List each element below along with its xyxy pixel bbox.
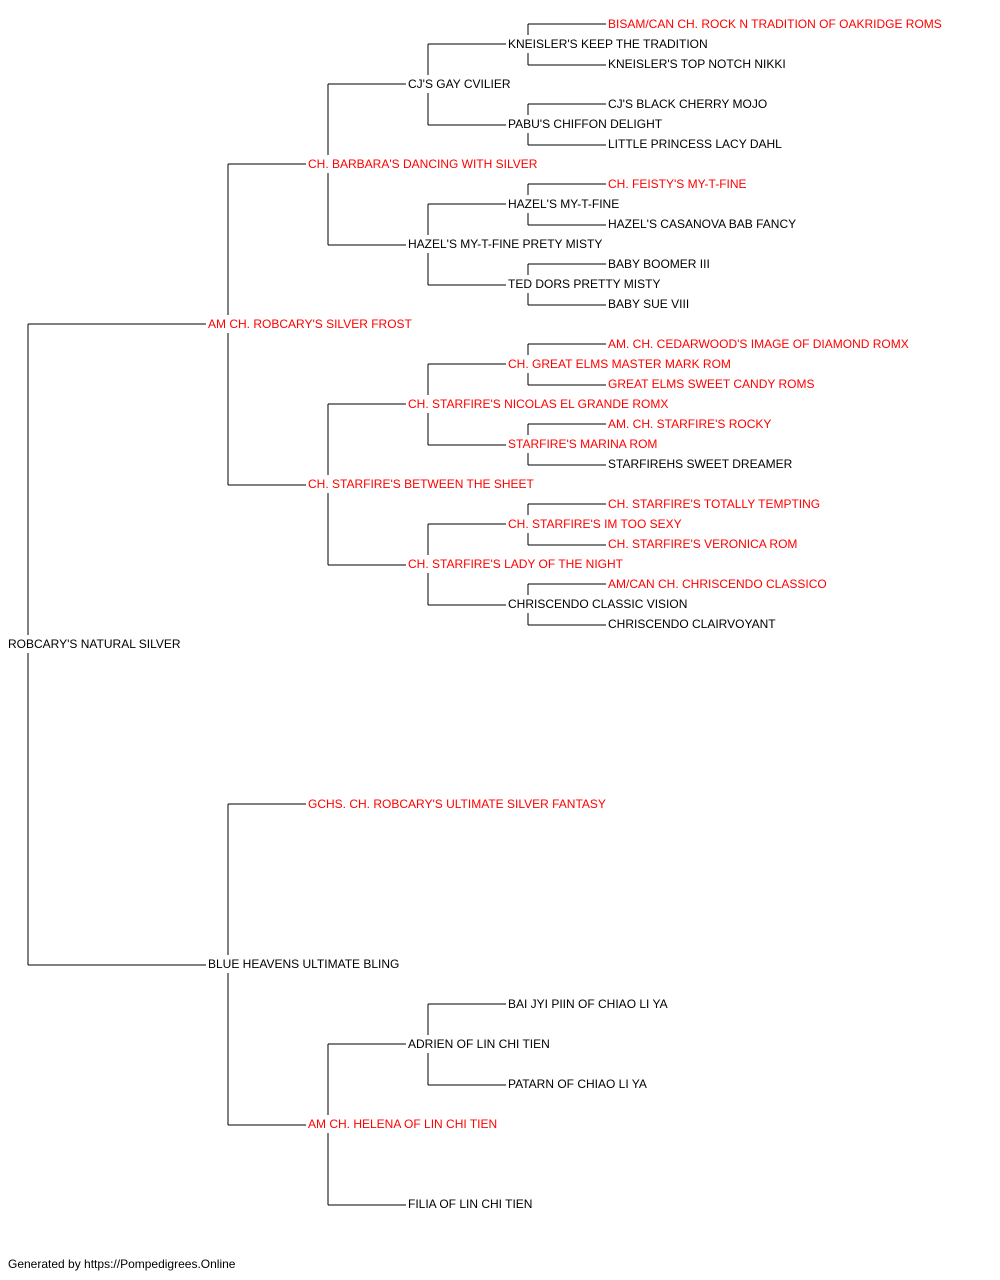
- dam-name: BLUE HEAVENS ULTIMATE BLING: [208, 957, 399, 971]
- dam-name: KNEISLER'S TOP NOTCH NIKKI: [608, 57, 786, 71]
- dam-name: FILIA OF LIN CHI TIEN: [408, 1197, 532, 1211]
- sire-name: CH. GREAT ELMS MASTER MARK ROM: [508, 357, 731, 371]
- sire-name: BISAM/CAN CH. ROCK N TRADITION OF OAKRID…: [608, 17, 942, 31]
- dam-name: PABU'S CHIFFON DELIGHT: [508, 117, 663, 131]
- dam-name: LITTLE PRINCESS LACY DAHL: [608, 137, 782, 151]
- dam-name: BABY SUE VIII: [608, 297, 689, 311]
- sire-name: CH. STARFIRE'S IM TOO SEXY: [508, 517, 682, 531]
- sire-name: GCHS. CH. ROBCARY'S ULTIMATE SILVER FANT…: [308, 797, 606, 811]
- dam-name: HAZEL'S MY-T-FINE PRETY MISTY: [408, 237, 602, 251]
- sire-name: AM/CAN CH. CHRISCENDO CLASSICO: [608, 577, 827, 591]
- sire-name: ADRIEN OF LIN CHI TIEN: [408, 1037, 550, 1051]
- sire-name: AM. CH. STARFIRE'S ROCKY: [608, 417, 771, 431]
- subject-dog-name: ROBCARY'S NATURAL SILVER: [8, 637, 181, 651]
- footer-credit: Generated by https://Pompedigrees.Online: [8, 1257, 236, 1271]
- dam-name: PATARN OF CHIAO LI YA: [508, 1077, 647, 1091]
- sire-name: KNEISLER'S KEEP THE TRADITION: [508, 37, 708, 51]
- sire-name: BABY BOOMER III: [608, 257, 710, 271]
- dam-name: HAZEL'S CASANOVA BAB FANCY: [608, 217, 796, 231]
- dam-name: AM CH. HELENA OF LIN CHI TIEN: [308, 1117, 497, 1131]
- sire-name: CH. FEISTY'S MY-T-FINE: [608, 177, 747, 191]
- dam-name: GREAT ELMS SWEET CANDY ROMS: [608, 377, 814, 391]
- sire-name: AM. CH. CEDARWOOD'S IMAGE OF DIAMOND ROM…: [608, 337, 909, 351]
- sire-name: AM CH. ROBCARY'S SILVER FROST: [208, 317, 413, 331]
- sire-name: CJ'S GAY CVILIER: [408, 77, 511, 91]
- sire-name: CH. STARFIRE'S TOTALLY TEMPTING: [608, 497, 820, 511]
- dam-name: CHRISCENDO CLAIRVOYANT: [608, 617, 776, 631]
- dam-name: STARFIREHS SWEET DREAMER: [608, 457, 793, 471]
- dam-name: STARFIRE'S MARINA ROM: [508, 437, 657, 451]
- sire-name: CH. BARBARA'S DANCING WITH SILVER: [308, 157, 538, 171]
- dam-name: CHRISCENDO CLASSIC VISION: [508, 597, 687, 611]
- dam-name: CH. STARFIRE'S VERONICA ROM: [608, 537, 797, 551]
- sire-name: HAZEL'S MY-T-FINE: [508, 197, 619, 211]
- dam-name: CH. STARFIRE'S BETWEEN THE SHEET: [308, 477, 535, 491]
- dam-name: CH. STARFIRE'S LADY OF THE NIGHT: [408, 557, 624, 571]
- sire-name: CH. STARFIRE'S NICOLAS EL GRANDE ROMX: [408, 397, 668, 411]
- sire-name: BAI JYI PIIN OF CHIAO LI YA: [508, 997, 668, 1011]
- sire-name: CJ'S BLACK CHERRY MOJO: [608, 97, 767, 111]
- dam-name: TED DORS PRETTY MISTY: [508, 277, 660, 291]
